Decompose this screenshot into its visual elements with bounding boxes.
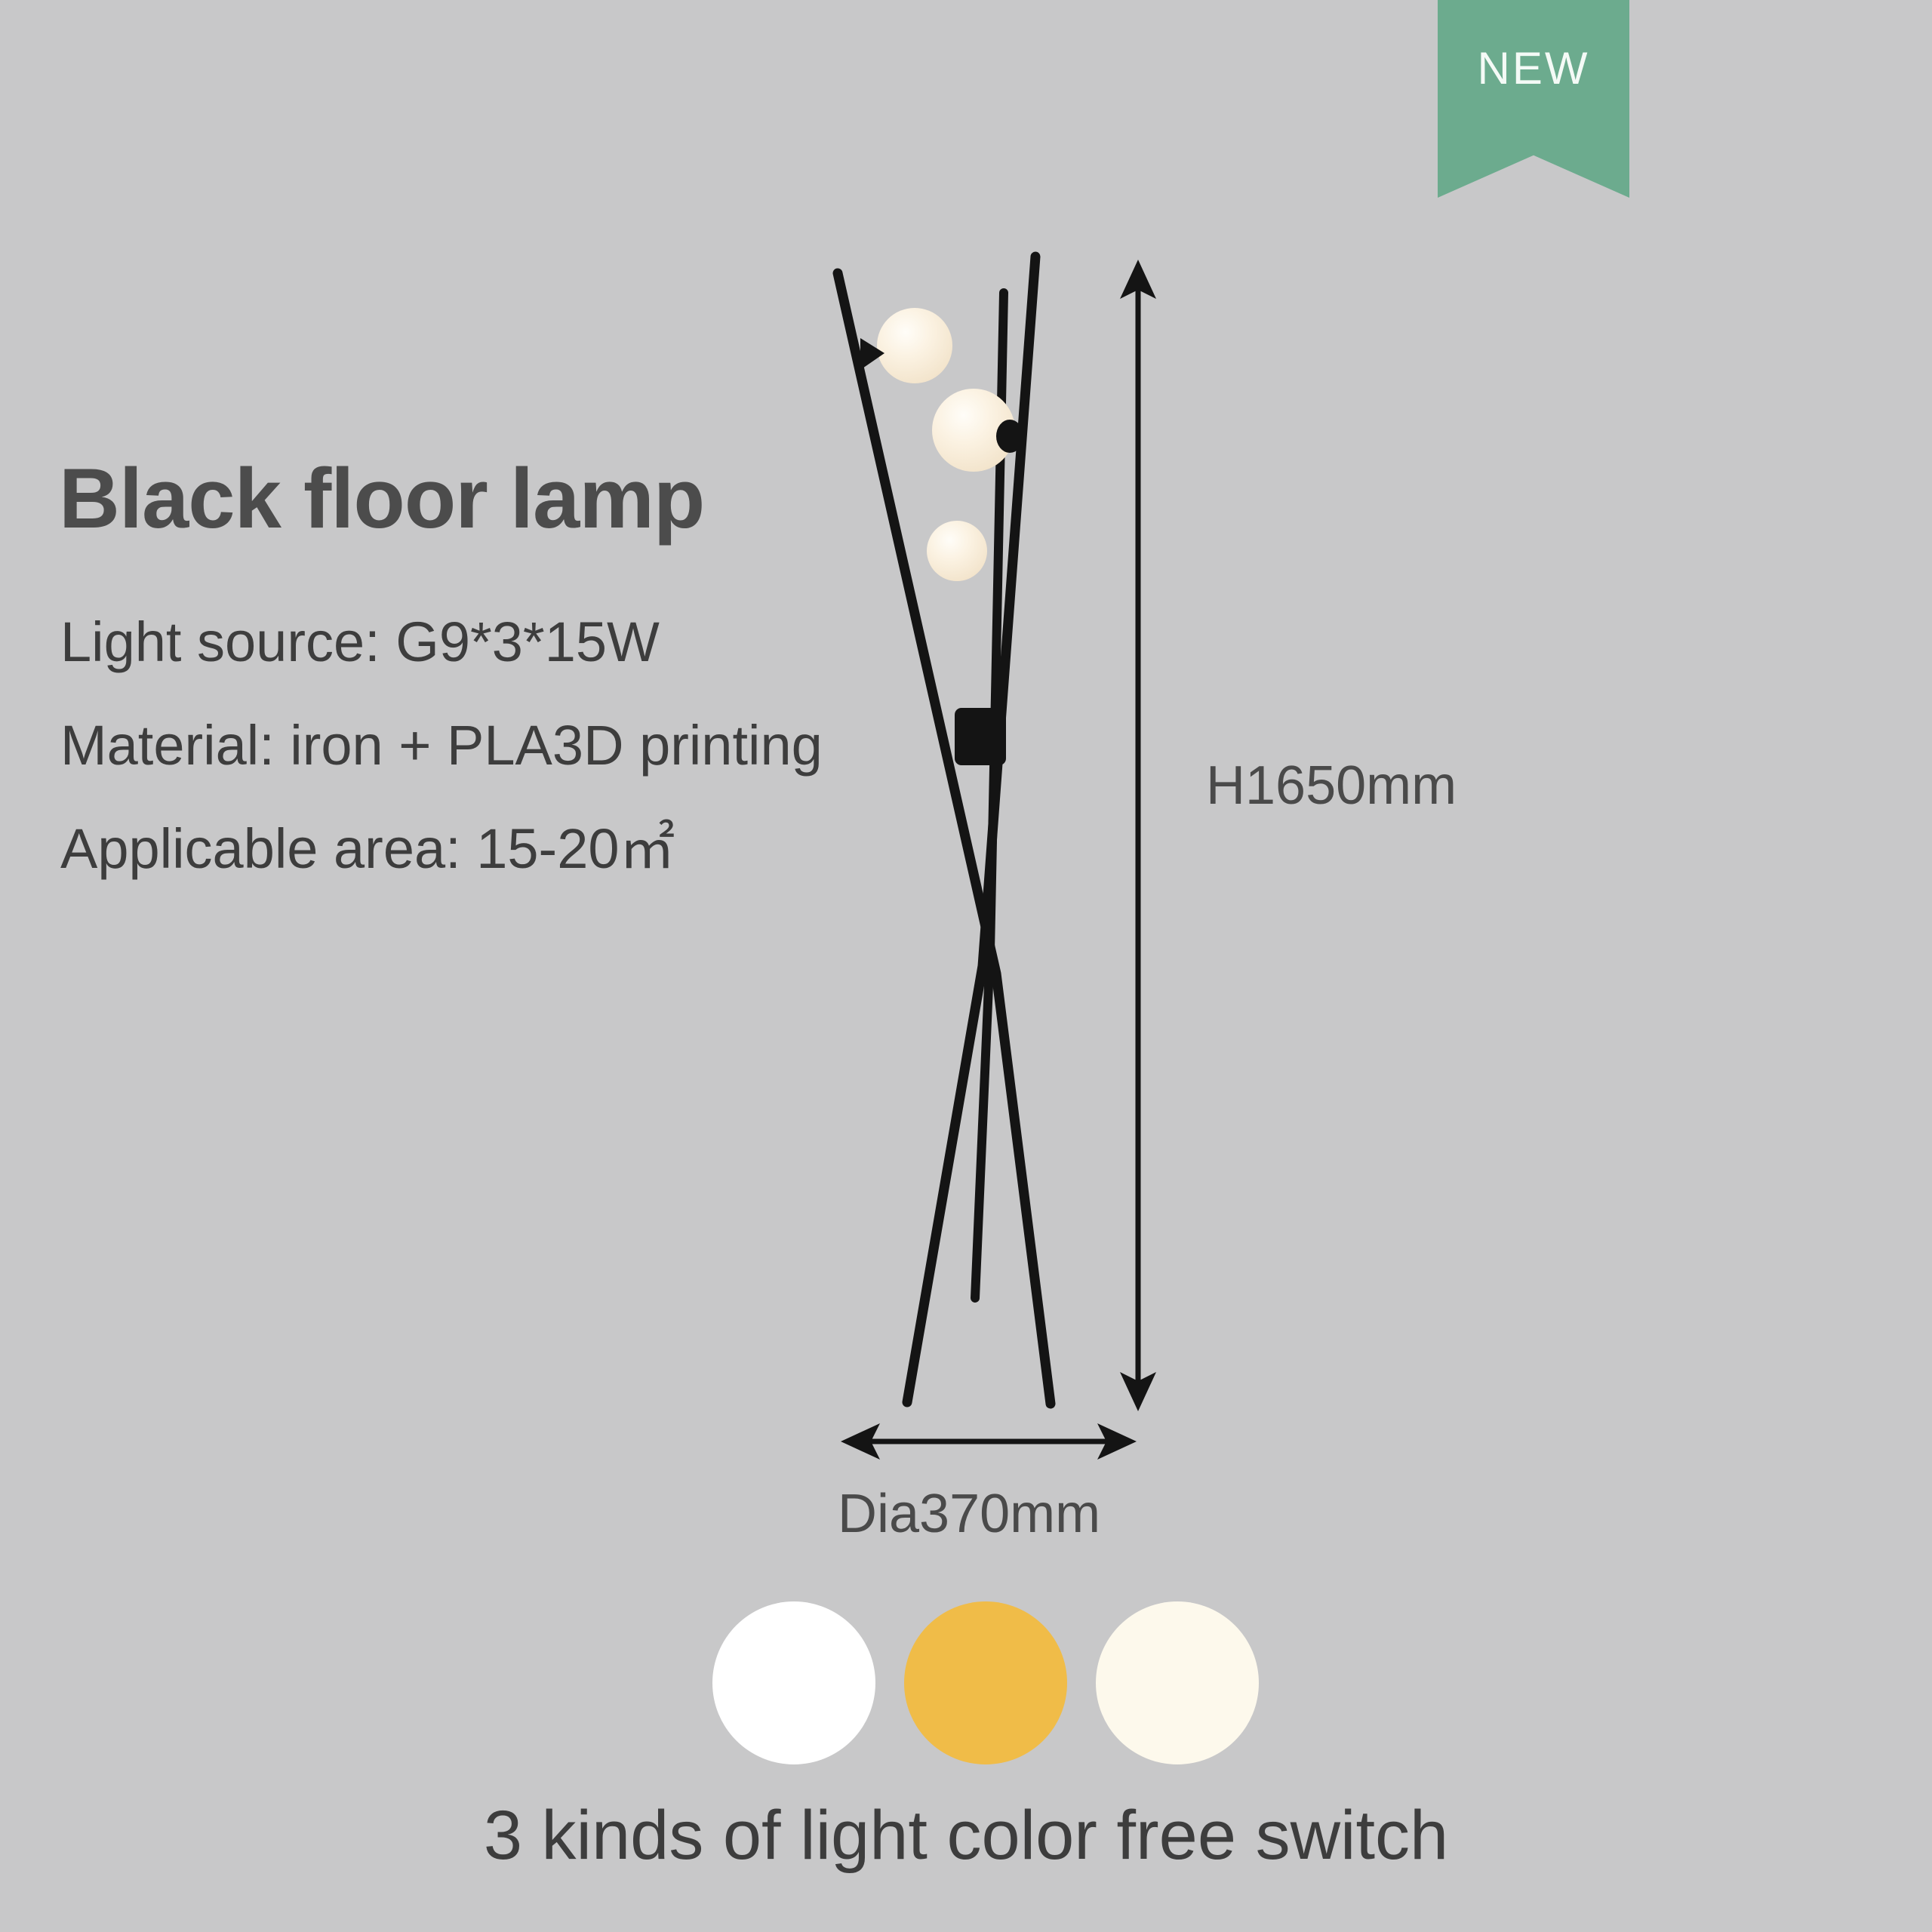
light-color-swatches (702, 1601, 1260, 1767)
new-badge-ribbon: NEW (1438, 0, 1629, 198)
diameter-arrow-left (841, 1423, 880, 1460)
product-title: Black floor lamp (59, 451, 705, 546)
spec-light-source: Light source: G9*3*15W (60, 611, 660, 673)
lamp-globe-lower (927, 521, 987, 581)
swatch-cool-white[interactable] (712, 1601, 875, 1764)
dimension-lines (841, 260, 1156, 1460)
lamp-globe-middle-socket (996, 420, 1023, 453)
lamp-globe-middle (932, 389, 1015, 472)
lamp-globe-top-socket (860, 338, 884, 370)
lamp-rod-center (971, 288, 1008, 1303)
height-arrow-up (1120, 260, 1156, 299)
spec-material: Material: iron + PLA3D printing (60, 714, 823, 777)
diameter-dimension-label: Dia370mm (838, 1484, 1101, 1544)
swatch-warm-amber[interactable] (904, 1601, 1067, 1764)
lamp-rod-right (902, 251, 1041, 1407)
spec-applicable-area: Applicable area: 15-20㎡ (60, 817, 675, 880)
light-color-caption: 3 kinds of light color free switch (483, 1797, 1449, 1874)
new-badge-label: NEW (1477, 43, 1590, 94)
floor-lamp-illustration (832, 251, 1056, 1409)
lamp-globe-top (877, 308, 952, 383)
height-arrow-down (1120, 1372, 1156, 1411)
diameter-arrow-right (1097, 1423, 1137, 1460)
lamp-rod-left (832, 268, 1056, 1409)
lamp-joint-collar (955, 708, 1006, 765)
spec-list: Light source: G9*3*15W Material: iron + … (60, 590, 1041, 900)
height-dimension-label: H1650mm (1206, 755, 1457, 816)
swatch-neutral-cream[interactable] (1096, 1601, 1259, 1764)
